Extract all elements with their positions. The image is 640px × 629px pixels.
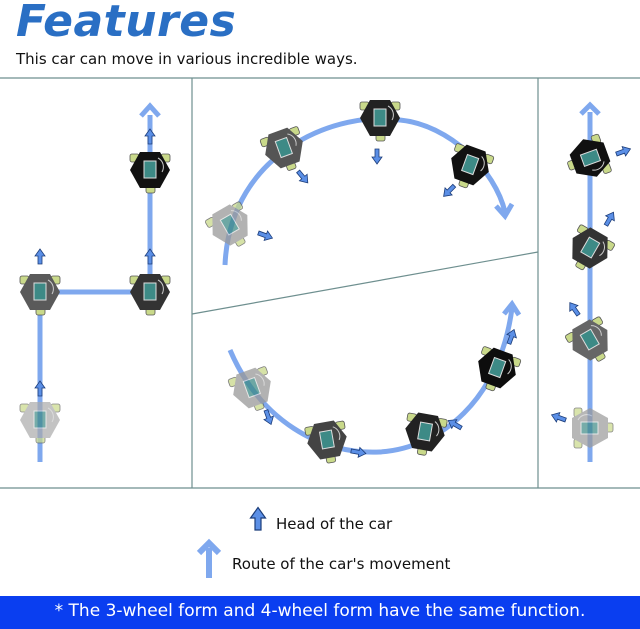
panel-arc-bottom bbox=[226, 299, 523, 467]
footer-note-text: * The 3-wheel form and 4-wheel form have… bbox=[54, 601, 586, 621]
panel-translation bbox=[19, 102, 171, 462]
route-arrow-legend-icon bbox=[196, 538, 222, 578]
footer-note: * The 3-wheel form and 4-wheel form have… bbox=[0, 596, 640, 629]
page-title: Features bbox=[16, 0, 237, 47]
panel-rotate bbox=[549, 101, 633, 462]
head-arrow-legend-icon bbox=[249, 506, 267, 531]
legend-route-label: Route of the car's movement bbox=[232, 555, 451, 573]
legend-head-label: Head of the car bbox=[276, 515, 393, 533]
page-subtitle: This car can move in various incredible … bbox=[16, 50, 358, 68]
panel-frame bbox=[0, 77, 640, 489]
panel-arc-top bbox=[203, 99, 515, 266]
